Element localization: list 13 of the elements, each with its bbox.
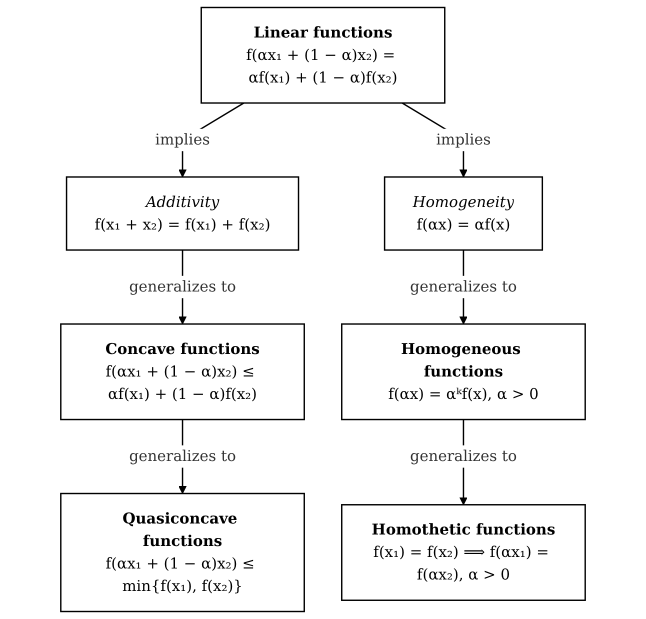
edge-label: generalizes to xyxy=(129,447,236,465)
node-box: Homothetic functions f(x₁) = f(x₂) ⟹ f(αx₁) = f(αx₂), α > 0 xyxy=(341,504,586,601)
node-box: Homogeneous functions f(αx) = αᵏf(x), α > 0 xyxy=(341,323,586,420)
node-box: Quasiconcave functions f(αx₁ + (1 − α)x₂) ≤ min{f(x₁), f(x₂)} xyxy=(60,492,305,612)
edge-label: generalizes to xyxy=(410,278,517,296)
edge-label: implies xyxy=(436,130,491,148)
node-box: Concave functions f(αx₁ + (1 − α)x₂) ≤ αf(x₁) + (1 − α)f(x₂) xyxy=(60,323,305,420)
node-box: Linear functions f(αx₁ + (1 − α)x₂) = αf(x₁) + (1 − α)f(x₂) xyxy=(200,6,446,104)
edge-label: generalizes to xyxy=(410,447,517,465)
node-box: Homogeneity f(αx) = αf(x) xyxy=(384,176,544,251)
edge-label: implies xyxy=(155,130,210,148)
node-box: Additivity f(x₁ + x₂) = f(x₁) + f(x₂) xyxy=(66,176,300,251)
edge-label: generalizes to xyxy=(129,278,236,296)
